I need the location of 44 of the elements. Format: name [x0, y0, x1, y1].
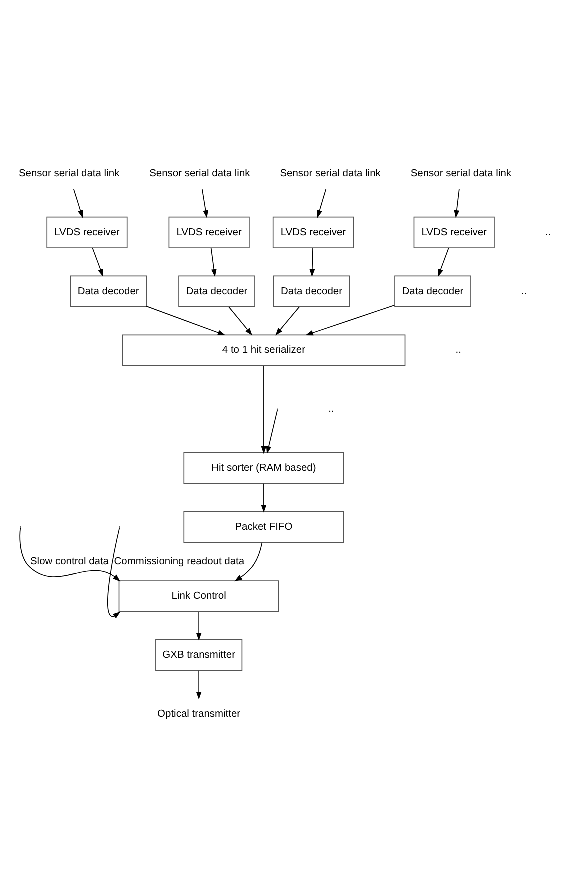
edge-label: Slow control data: [30, 556, 109, 568]
node-box: 4 to 1 hit serializer: [122, 334, 406, 366]
node-box: LVDS receiver: [272, 216, 354, 248]
node-text: Optical transmitter: [158, 708, 241, 720]
arrow: [146, 306, 226, 336]
node-box: Packet FIFO: [184, 511, 344, 544]
label: ..: [456, 345, 462, 356]
arrow: [228, 306, 253, 336]
arrow: [310, 248, 316, 278]
arrow: [108, 528, 121, 619]
label: ..: [522, 286, 528, 298]
label: ..: [328, 404, 334, 416]
node-box: Hit sorter (RAM based): [184, 452, 344, 484]
label: ..: [545, 227, 552, 238]
edge-label: Commissioning readout data: [114, 556, 245, 568]
arrow: [92, 248, 104, 278]
node-text: Sensor serial data link: [18, 168, 120, 180]
arrow: [261, 366, 272, 454]
arrow: [306, 305, 396, 336]
arrow: [202, 188, 208, 218]
arrow: [438, 248, 450, 278]
arrow: [261, 483, 267, 513]
arrow: [234, 542, 263, 582]
node-box: Link Control: [118, 580, 280, 612]
node-text: Sensor serial data link: [410, 168, 512, 180]
arrow: [74, 188, 84, 218]
node-box: LVDS receiver: [46, 216, 128, 248]
node-box: LVDS receiver: [414, 216, 495, 248]
node-text: Sensor serial data link: [280, 168, 381, 180]
arrow: [454, 188, 460, 218]
node-box: Data decoder: [273, 276, 350, 308]
arrow: [20, 528, 121, 582]
arrow: [196, 670, 202, 700]
node-text: Sensor serial data link: [150, 168, 250, 180]
arrow: [276, 306, 300, 336]
node-box: Data decoder: [394, 276, 472, 308]
node-box: Data decoder: [178, 276, 256, 308]
node-box: Data decoder: [70, 276, 147, 308]
node-box: LVDS receiver: [168, 216, 250, 248]
node-box: GXB transmitter: [156, 640, 243, 672]
arrow: [196, 612, 202, 641]
arrow: [261, 410, 278, 454]
arrow: [317, 188, 327, 218]
arrow: [210, 248, 217, 278]
